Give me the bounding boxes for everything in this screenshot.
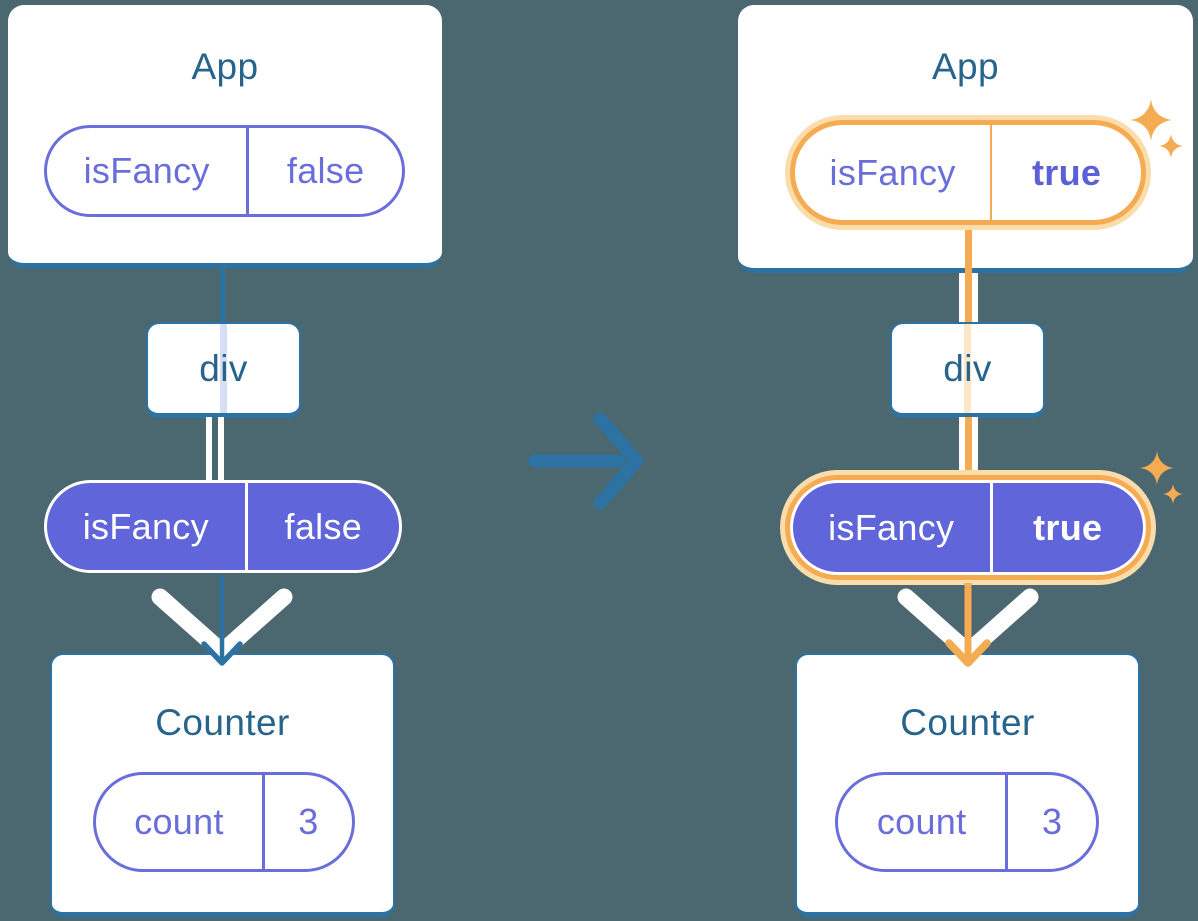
white-line bbox=[958, 417, 965, 483]
transition-arrow-icon bbox=[528, 412, 644, 510]
sparkle-icon bbox=[1140, 451, 1174, 485]
component-title: div bbox=[943, 347, 992, 389]
connector-pill-card-after bbox=[964, 230, 972, 275]
component-title: Counter bbox=[900, 702, 1035, 743]
prop-lines-div-pill-before bbox=[206, 417, 224, 483]
prop-key: isFancy bbox=[793, 483, 993, 572]
div-card-after: div bbox=[890, 322, 1045, 418]
prop-lines-app-div-after bbox=[958, 271, 978, 324]
state-pill-after: count 3 bbox=[835, 772, 1099, 872]
white-line bbox=[218, 417, 224, 483]
connector-app-div-before bbox=[220, 265, 225, 325]
app-card-after: App isFancy true bbox=[738, 5, 1193, 273]
sparkle-icon bbox=[1163, 484, 1183, 504]
prop-key: isFancy bbox=[47, 483, 248, 570]
prop-value: true bbox=[1031, 151, 1102, 193]
app-card-before: App isFancy false bbox=[8, 5, 442, 268]
prop-value: true bbox=[1033, 506, 1103, 548]
white-line bbox=[971, 417, 978, 483]
component-title: App bbox=[931, 46, 1000, 87]
prop-value: false bbox=[284, 505, 363, 547]
counter-card-before: Counter count 3 bbox=[50, 653, 395, 917]
sparkle-icon bbox=[1130, 99, 1172, 141]
white-line bbox=[958, 271, 965, 324]
state-key: count bbox=[838, 775, 1009, 869]
pass-arrow-down-icon-before bbox=[151, 575, 293, 666]
sparkle-icon bbox=[1159, 134, 1183, 158]
prop-value: false bbox=[286, 150, 365, 191]
prop-pill-after: isFancy true bbox=[790, 480, 1146, 575]
component-title: App bbox=[191, 46, 259, 87]
prop-pass-line-after bbox=[964, 324, 971, 413]
state-value: 3 bbox=[1041, 801, 1063, 842]
white-line bbox=[971, 271, 978, 324]
div-card-before: div bbox=[146, 322, 301, 418]
prop-pill-before: isFancy false bbox=[44, 480, 402, 573]
component-title: div bbox=[199, 347, 248, 389]
white-line bbox=[206, 417, 212, 483]
component-title: Counter bbox=[155, 702, 290, 743]
prop-key: isFancy bbox=[47, 128, 250, 214]
prop-pass-line-before bbox=[220, 324, 227, 413]
counter-card-after: Counter count 3 bbox=[795, 653, 1140, 917]
prop-key: isFancy bbox=[795, 125, 993, 220]
state-key: count bbox=[96, 775, 265, 869]
prop-lines-div-pill-after bbox=[958, 417, 978, 483]
pass-arrow-down-icon-after bbox=[897, 583, 1039, 667]
state-value: 3 bbox=[298, 801, 319, 842]
orange-line bbox=[964, 271, 972, 324]
state-pill-before: count 3 bbox=[93, 772, 355, 872]
prop-pill-app-before: isFancy false bbox=[44, 125, 405, 217]
prop-pill-app-after: isFancy true bbox=[790, 120, 1146, 225]
orange-line bbox=[964, 417, 972, 483]
